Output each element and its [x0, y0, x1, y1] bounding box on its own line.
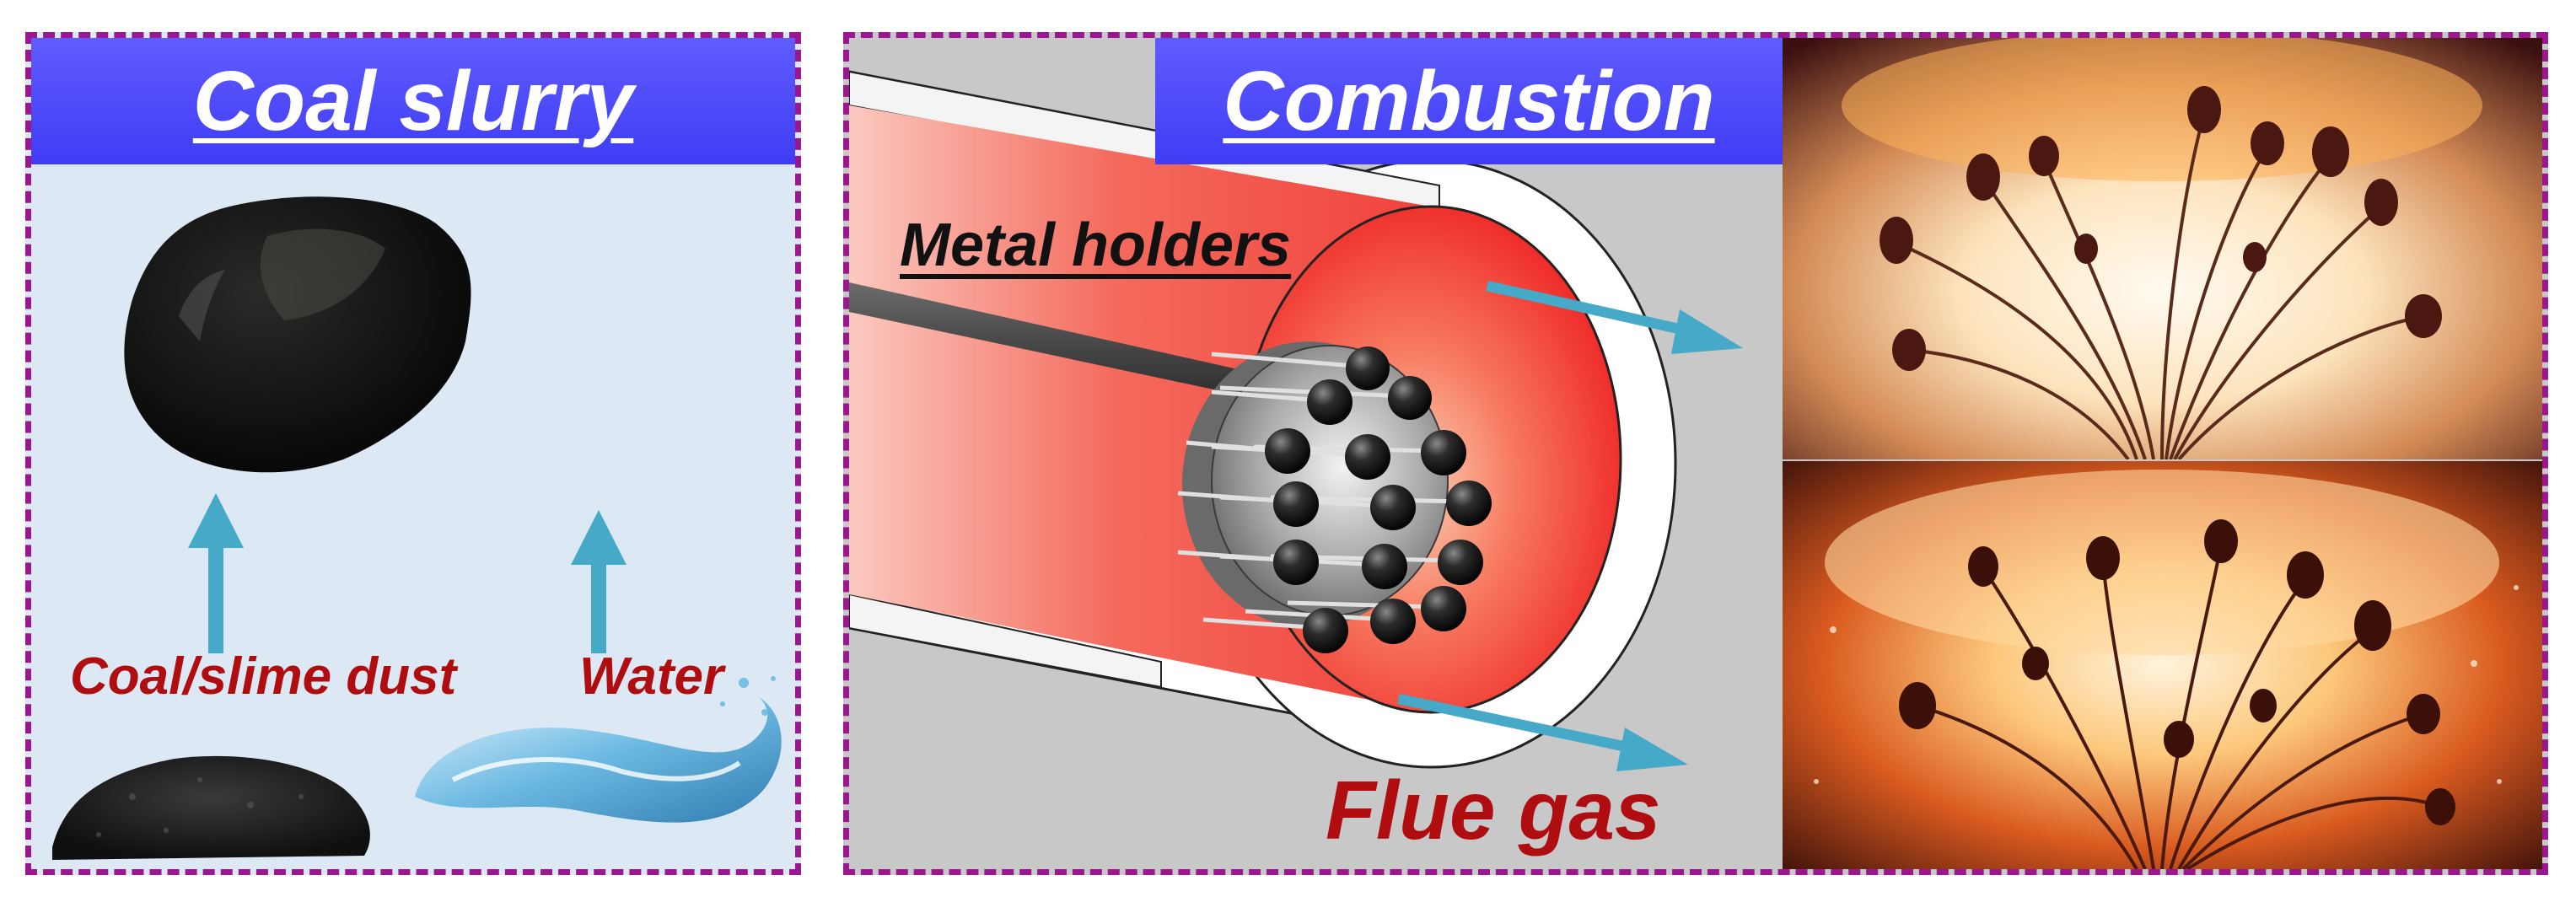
- flue-gas-arrow-top: [1486, 281, 1743, 354]
- metal-holders-label: Metal holders: [900, 212, 1292, 279]
- coal-slurry-droplets: [1265, 346, 1492, 653]
- combustion-furnace-diagram: [849, 70, 1743, 771]
- flue-gas-arrow-bottom: [1397, 694, 1688, 771]
- central-rod: [849, 282, 1245, 396]
- combustion-title: Combustion: [1223, 53, 1715, 148]
- combustion-banner: Combustion: [1155, 38, 1783, 164]
- coal-slurry-blob: [124, 196, 471, 473]
- coal-slurry-banner: Coal slurry: [31, 38, 795, 164]
- combustion-photo-bottom: [1783, 461, 2542, 869]
- water-splash: [415, 695, 782, 823]
- combustion-photo-top: [1783, 38, 2542, 459]
- arrow-up-right: [571, 510, 627, 653]
- flue-gas-label: Flue gas: [1326, 764, 1661, 857]
- combustion-panel: Combustion Metal holders Flue gas: [843, 32, 2548, 875]
- coal-dust-pile: [52, 755, 370, 860]
- coal-slurry-highlight: [260, 228, 385, 320]
- water-label: Water: [579, 647, 724, 706]
- coal-slurry-panel: Coal slurry: [25, 32, 801, 875]
- coal-slime-dust-label: Coal/slime dust: [70, 647, 457, 706]
- coal-slurry-title: Coal slurry: [192, 53, 634, 148]
- coal-slurry-illustration: [52, 196, 782, 860]
- arrow-up-left: [188, 493, 244, 653]
